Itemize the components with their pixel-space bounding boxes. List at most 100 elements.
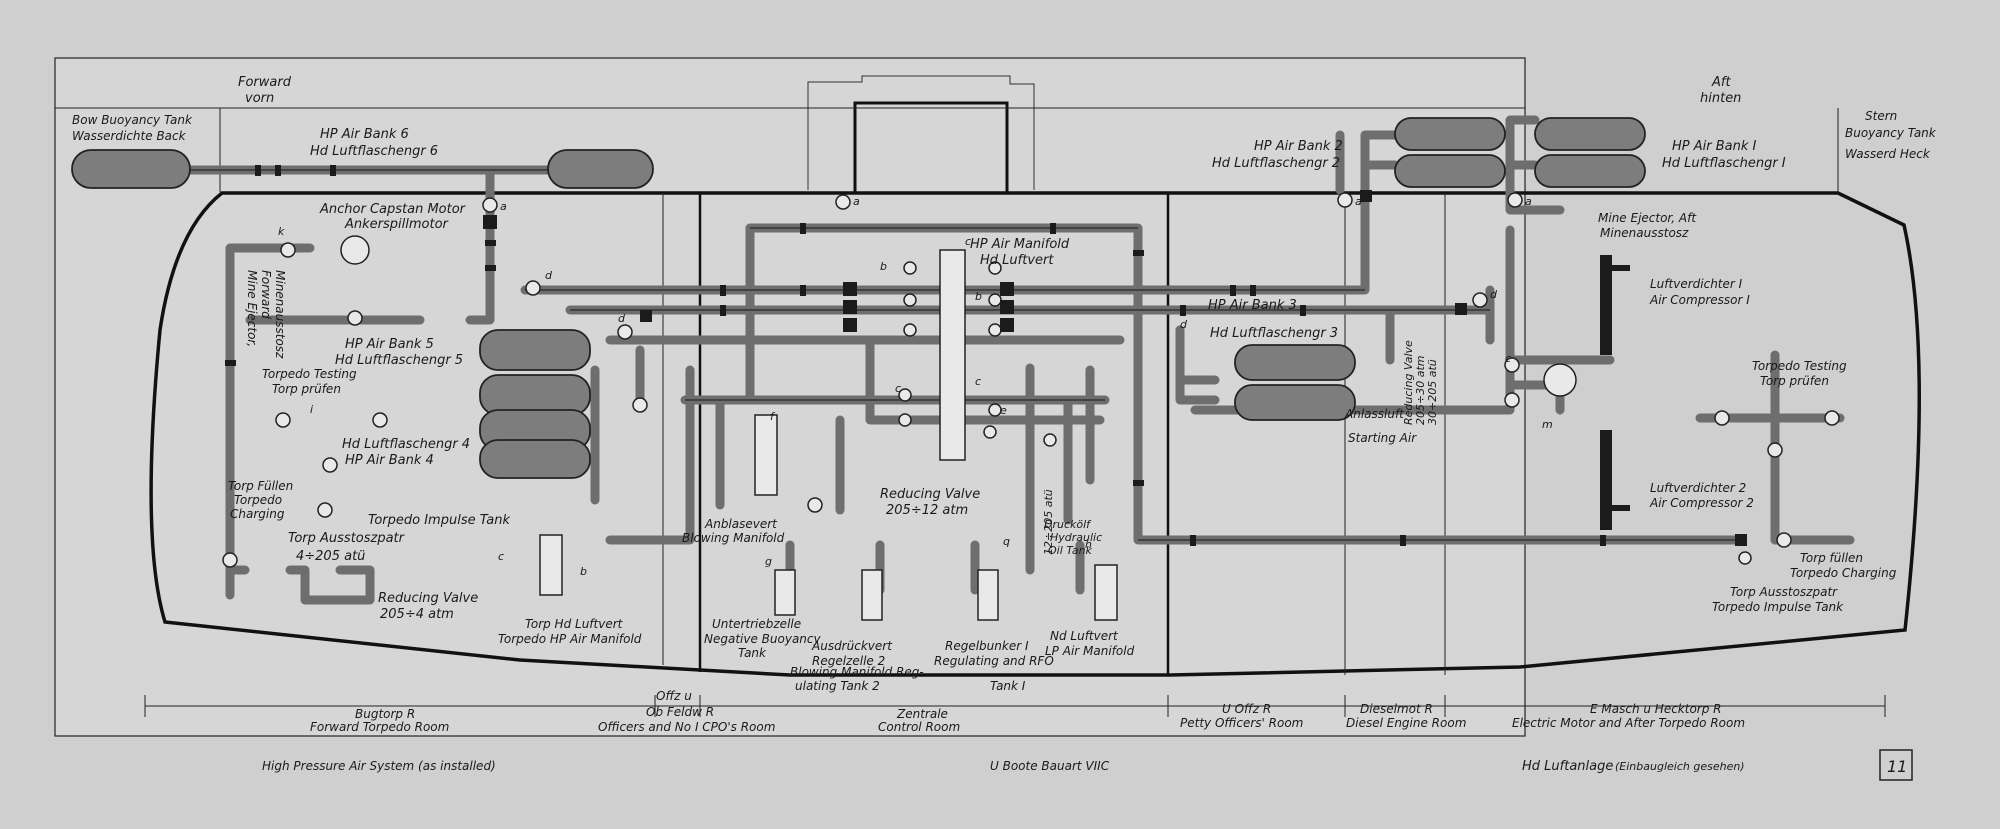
compartment-1-en: Forward Torpedo Room	[310, 720, 449, 734]
stern-tank-label-2: Buoyancy Tank	[1845, 126, 1937, 140]
valve-hp-mani-4	[988, 261, 1002, 275]
conning-tower-outline	[807, 75, 1035, 190]
valve-d-1	[525, 280, 541, 296]
compartment-labels: Bugtorp R Forward Torpedo Room Offz u Ob…	[310, 689, 1745, 734]
compartment-2-de2: Ob Feldw R	[646, 705, 714, 719]
valve-a-bank1	[1507, 192, 1523, 208]
compartment-6-en: Electric Motor and After Torpedo Room	[1512, 716, 1745, 730]
valve-f1	[807, 497, 823, 513]
reducing-valve-mid-alt: 12÷205 atü	[1042, 489, 1055, 555]
valve-letter: g	[765, 555, 772, 568]
valve-c-aft	[1504, 357, 1520, 373]
valve-torp-fill	[322, 457, 338, 473]
hp-air-bank-2-bottle-1	[1394, 117, 1506, 151]
valve-hp-mani-2	[903, 293, 917, 307]
valve-c3	[983, 425, 997, 439]
valve-letter: b	[580, 565, 587, 578]
valve-k-low	[222, 552, 238, 568]
valve-c-low-2	[898, 413, 912, 427]
manifolds	[340, 235, 1630, 621]
valve-m-aft	[1738, 551, 1752, 565]
stern-tank-label-de: Wasserd Heck	[1845, 147, 1931, 161]
footer-left: High Pressure Air System (as installed)	[262, 759, 496, 773]
compartment-6-de: E Masch u Hecktorp R	[1590, 702, 1722, 716]
valve-letter: a	[500, 200, 507, 213]
valve-b-aft	[1776, 532, 1792, 548]
valve-d-2	[617, 324, 633, 340]
blowing-manifold-body	[754, 414, 778, 496]
negative-buoyancy-body	[774, 569, 796, 616]
valve-torpedo-aft-1	[1714, 410, 1730, 426]
valve-letter: c	[1505, 352, 1511, 365]
pressure-hull	[149, 191, 1921, 677]
air-compressor-2-body	[1600, 430, 1612, 530]
regulating-tank-2-body	[861, 569, 883, 621]
valve-letter: c	[965, 235, 971, 248]
hp-air-bank-2-bottle-2	[1394, 154, 1506, 188]
forward-label-de: vorn	[245, 91, 274, 106]
compartment-3-de: Zentrale	[896, 707, 948, 721]
valve-e	[988, 403, 1002, 417]
valve-fwd-1	[275, 412, 291, 428]
valve-letter: a	[1525, 195, 1532, 208]
hp-air-bank-5-bottle-2	[479, 374, 591, 416]
valve-k	[280, 242, 296, 258]
valve-d-aft	[1472, 292, 1488, 308]
valve-hp-mani-5	[988, 293, 1002, 307]
aft-label-de: hinten	[1700, 91, 1741, 106]
blowing-manifold-reg-label: Blowing Manifold Reg-ulating Tank 2	[790, 665, 924, 693]
regulating-rfo-body	[977, 569, 999, 621]
valve-c-aft-2	[1504, 392, 1520, 408]
valve-letter: d	[1180, 318, 1188, 331]
valve-letter: q	[1003, 535, 1010, 548]
bow-tank-label-de: Wasserdichte Back	[72, 129, 187, 143]
valve-torpedo-aft-2	[1824, 410, 1840, 426]
valve-impulse	[317, 502, 333, 518]
valve-hp-mani-6	[988, 323, 1002, 337]
hp-air-bank-1-bottle-1	[1534, 117, 1646, 151]
valve-a-bank2	[1337, 192, 1353, 208]
valve-letter: k	[278, 225, 285, 238]
valve-letter: i	[310, 403, 313, 416]
hp-air-bank-3-bottle-1	[1234, 344, 1356, 381]
valve-d-3	[632, 397, 648, 413]
valve-c2-fwd	[347, 310, 363, 326]
valve-letter: c	[975, 375, 981, 388]
page-number: 11	[1887, 757, 1907, 776]
hp-air-bank-5-bottle-1	[479, 329, 591, 371]
compartment-3-en: Control Room	[878, 720, 960, 734]
reducing-valve-aft-label: Reducing Valve205÷30 atm30÷205 atü	[1402, 340, 1439, 425]
valve-a-mid	[835, 194, 851, 210]
air-compressor-1-frame	[1610, 265, 1630, 271]
valve-letter: a	[1355, 195, 1362, 208]
compressor-drive	[1543, 363, 1577, 397]
air-banks	[71, 117, 1646, 479]
compartment-5-de: Dieselmot R	[1360, 702, 1433, 716]
valves	[222, 192, 1840, 568]
valve-letter: b	[975, 290, 982, 303]
compartment-2-de: Offz u	[656, 689, 692, 703]
valve-letter: b	[880, 260, 887, 273]
valve-hp-mani-1	[903, 261, 917, 275]
hp-air-bank-4-bottle-2	[479, 439, 591, 479]
